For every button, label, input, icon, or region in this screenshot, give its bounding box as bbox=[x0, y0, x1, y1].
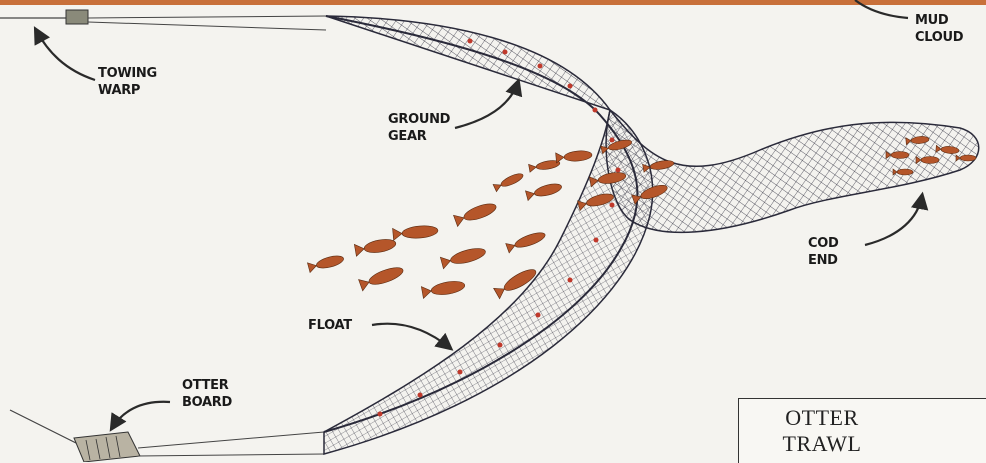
top-band bbox=[0, 0, 986, 5]
fish bbox=[493, 269, 537, 300]
fish-school bbox=[307, 136, 977, 300]
fish bbox=[631, 184, 668, 205]
fish bbox=[555, 150, 593, 164]
title-line-1: OTTER bbox=[785, 405, 859, 430]
cod-end-arrow bbox=[864, 191, 929, 247]
net-mouth bbox=[323, 15, 639, 433]
fish bbox=[955, 154, 977, 162]
fish bbox=[642, 160, 675, 173]
fish bbox=[905, 136, 930, 146]
otter-board-arrow bbox=[109, 400, 171, 432]
floats bbox=[377, 38, 621, 417]
towing-warp bbox=[0, 9, 327, 31]
fish bbox=[358, 267, 404, 292]
fish bbox=[915, 155, 940, 165]
fish bbox=[505, 232, 546, 254]
float-label: FLOAT bbox=[308, 318, 352, 333]
fish bbox=[935, 144, 960, 154]
net-body bbox=[325, 15, 980, 234]
ground-gear-arrow bbox=[454, 77, 523, 130]
fish bbox=[525, 183, 562, 202]
mud-cloud-arrow bbox=[854, 0, 909, 20]
fish bbox=[600, 139, 632, 155]
fish bbox=[892, 168, 914, 176]
fish bbox=[577, 193, 614, 212]
title-box: OTTER TRAWL bbox=[738, 398, 986, 463]
towing-warp-arrow bbox=[33, 26, 96, 82]
fish bbox=[392, 225, 439, 241]
fish bbox=[439, 248, 486, 270]
otter-board bbox=[9, 409, 325, 462]
label-arrows bbox=[33, 0, 929, 432]
fish bbox=[885, 150, 910, 160]
fish bbox=[528, 160, 561, 173]
fish bbox=[353, 239, 397, 257]
float-arrow bbox=[371, 322, 454, 351]
fish bbox=[307, 255, 344, 274]
fish bbox=[589, 172, 627, 188]
fish bbox=[492, 173, 524, 193]
title-line-2: TRAWL bbox=[782, 431, 862, 456]
fish bbox=[453, 203, 497, 228]
fish bbox=[420, 281, 466, 300]
